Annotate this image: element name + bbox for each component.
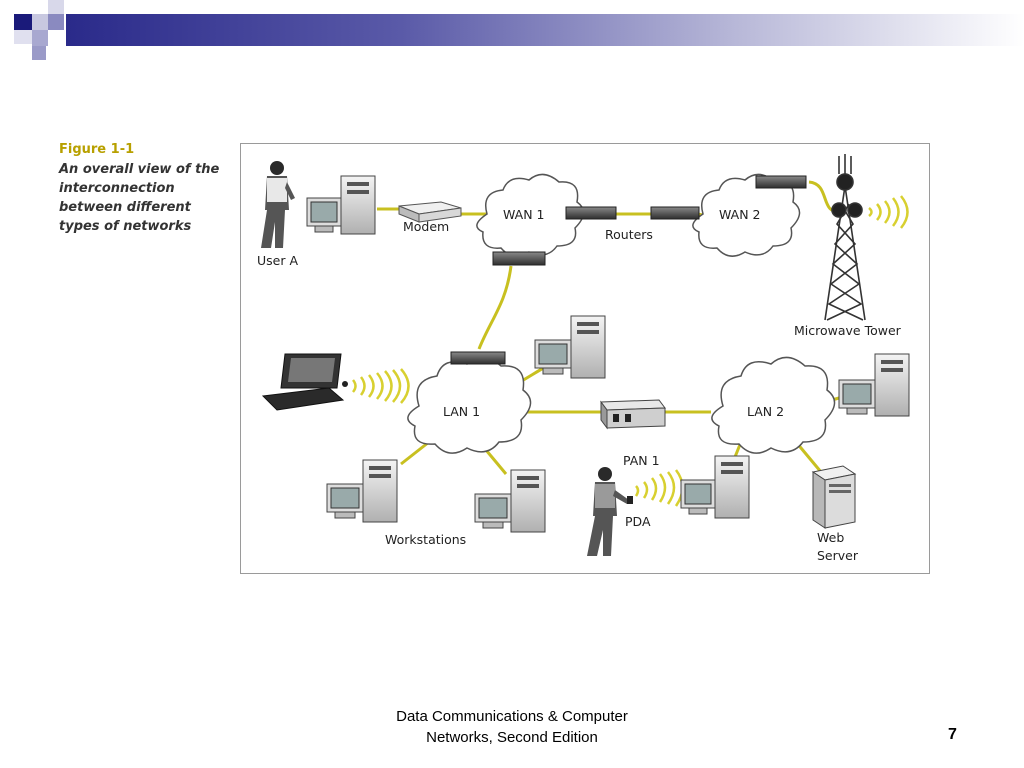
- deco-square: [48, 0, 64, 14]
- lan2-label: LAN 2: [747, 404, 784, 419]
- title-bar-decoration: [0, 0, 1024, 62]
- deco-square: [32, 46, 46, 60]
- routers-label: Routers: [605, 227, 653, 242]
- router-icon: [755, 175, 807, 189]
- workstations-label: Workstations: [385, 532, 466, 547]
- wan1-label: WAN 1: [503, 207, 545, 222]
- router-icon: [565, 206, 617, 220]
- title-gradient-bar: [66, 14, 1024, 46]
- deco-square: [32, 30, 48, 46]
- page-number: 7: [948, 726, 957, 743]
- lan2-cloud: LAN 2: [711, 356, 836, 454]
- deco-square: [48, 14, 64, 30]
- workstation-computer-icon: [680, 455, 750, 519]
- pan1-label: PAN 1: [623, 453, 660, 468]
- link-wan1-lan1: [477, 265, 513, 350]
- user-a-computer-icon: [306, 175, 376, 235]
- wan2-cloud: WAN 2: [692, 173, 801, 257]
- deco-square: [32, 14, 48, 30]
- web-server-label-line2: Server: [817, 548, 859, 563]
- web-server-icon: [811, 465, 857, 529]
- wireless-tower: [868, 195, 909, 229]
- router-icon: [492, 251, 546, 266]
- microwave-tower-icon: [824, 154, 866, 321]
- web-server-label-line1: Web: [817, 530, 844, 545]
- wan2-label: WAN 2: [719, 207, 761, 222]
- pan-hub-icon: [600, 399, 666, 430]
- router-icon: [450, 351, 506, 365]
- network-diagram-svg: WAN 1 WAN 2 LAN 1 LAN 2 User A: [257, 154, 910, 563]
- pda-label: PDA: [625, 514, 651, 529]
- network-diagram: WAN 1 WAN 2 LAN 1 LAN 2 User A: [240, 143, 930, 574]
- footer-line-2: Networks, Second Edition: [426, 729, 598, 746]
- modem-icon: [398, 201, 462, 223]
- lan1-label: LAN 1: [443, 404, 480, 419]
- figure-description: An overall view of the interconnection b…: [59, 162, 220, 234]
- modem-label: Modem: [403, 219, 449, 234]
- router-icon: [650, 206, 700, 220]
- wireless-signals: [351, 195, 909, 507]
- link-lan1-ws1: [400, 440, 430, 466]
- deco-square: [14, 14, 32, 32]
- workstation-computer-icon: [838, 353, 910, 417]
- user-a-person-icon: [261, 161, 295, 248]
- user-a-label: User A: [257, 253, 298, 268]
- figure-caption: Figure 1-1 An overall view of the interc…: [59, 142, 234, 236]
- wireless-pda: [634, 469, 684, 507]
- workstation-computer-icon: [326, 459, 398, 523]
- figure-label: Figure 1-1: [59, 142, 135, 157]
- lan1-cloud: LAN 1: [407, 356, 532, 454]
- wan1-cloud: WAN 1: [476, 173, 585, 257]
- footer-line-1: Data Communications & Computer: [396, 708, 628, 725]
- workstation-computer-icon: [534, 315, 606, 379]
- footer-title: Data Communications & Computer Networks,…: [340, 706, 684, 748]
- laptop-icon: [261, 353, 348, 411]
- workstation-computer-icon: [474, 469, 546, 533]
- pda-user-person-icon: [587, 467, 633, 556]
- wireless-laptop: [351, 368, 410, 404]
- microwave-tower-label: Microwave Tower: [794, 323, 902, 338]
- link-lan2-webserver: [794, 441, 823, 473]
- deco-square: [14, 30, 32, 44]
